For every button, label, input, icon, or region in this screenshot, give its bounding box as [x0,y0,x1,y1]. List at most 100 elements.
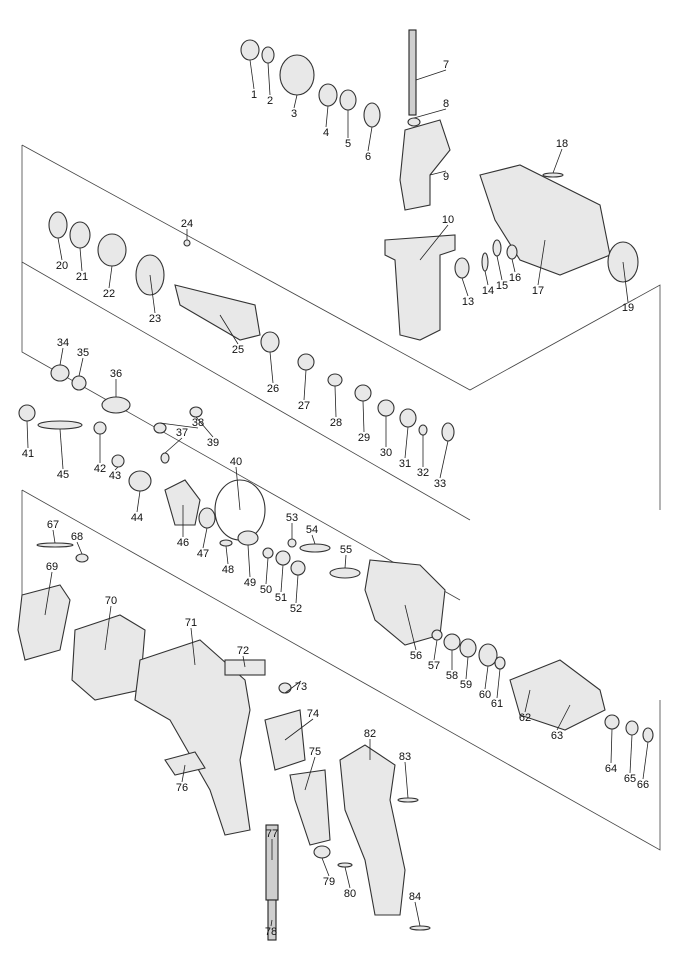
part-callout-10 [419,224,449,261]
part-number-label: 23 [149,313,161,325]
field-housing-70 [71,614,146,701]
part-callout-67 [36,529,74,548]
leader-line-59 [465,656,469,680]
leader-line-60 [484,665,489,690]
part-number-label: 61 [491,698,503,710]
leader-line-61 [496,668,501,699]
leader-line-65 [629,734,633,774]
part-66 [642,727,654,743]
part-35 [71,375,87,391]
part-84 [409,925,431,931]
leader-line-28 [334,385,337,418]
part-31 [399,408,417,428]
part-callout-49 [237,530,259,578]
leader-line-26 [269,351,274,384]
part-number-label: 43 [109,470,121,482]
part-callout-44 [128,470,152,513]
part-number-label: 41 [22,448,34,460]
side-handle-10 [384,234,456,341]
part-callout-51 [275,550,291,593]
part-2 [261,46,275,64]
part-number-label: 56 [410,650,422,662]
leader-line-63 [556,704,571,731]
leader-line-47 [202,527,208,549]
leader-line-16 [511,258,516,273]
part-callout-26 [260,331,280,384]
leader-line-83 [404,761,409,799]
part-34 [50,364,70,382]
part-49 [237,530,259,546]
part-callout-37 [160,437,183,464]
part-number-label: 64 [605,763,617,775]
part-number-label: 62 [519,712,531,724]
part-80 [337,862,353,868]
leader-line-40 [235,466,241,511]
leader-line-71 [190,627,196,666]
leader-line-52 [295,574,299,604]
part-number-label: 9 [443,171,449,183]
part-number-label: 47 [197,548,209,560]
leader-line-44 [136,490,141,513]
leader-line-19 [622,261,629,303]
leader-line-7 [415,69,447,81]
part-callout-27 [297,353,315,401]
part-callout-25 [219,314,239,345]
leader-line-20 [57,237,63,261]
part-callout-83 [397,761,419,803]
baffle-69 [17,584,71,661]
part-callout-65 [625,720,639,774]
part-58 [443,633,461,651]
part-64 [604,714,620,730]
part-callout-79 [313,845,331,877]
part-callout-21 [69,221,91,272]
part-26 [260,331,280,353]
part-callout-70 [104,605,112,651]
leader-line-3 [293,94,298,109]
part-callout-2 [261,46,275,96]
part-callout-59 [459,638,477,680]
part-number-label: 83 [399,751,411,763]
part-60 [478,643,498,667]
part-number-label: 59 [460,679,472,691]
leader-line-80 [344,866,351,889]
part-83 [397,797,419,803]
part-number-label: 49 [244,577,256,589]
part-39 [189,406,203,418]
part-callout-31 [399,408,417,459]
part-callout-19 [622,261,629,303]
part-callout-71 [190,627,196,666]
small-parts-and-leaders [18,39,654,931]
part-number-label: 78 [265,926,277,938]
part-number-label: 72 [237,645,249,657]
part-43 [111,454,125,468]
part-16 [506,244,518,260]
part-48 [219,539,233,547]
part-number-label: 38 [192,417,204,429]
part-41 [18,404,36,422]
leader-line-69 [44,571,53,616]
part-number-label: 8 [443,98,449,110]
tool-holder-25 [174,284,261,341]
part-callout-69 [44,571,53,616]
part-number-label: 84 [409,891,421,903]
part-61 [494,656,506,670]
part-callout-16 [506,244,518,273]
part-callout-74 [284,718,314,741]
part-38 [153,422,167,434]
leader-line-1 [249,59,255,90]
part-callout-80 [337,862,353,889]
part-callout-41 [18,404,36,449]
part-callout-1 [240,39,260,90]
part-callout-73 [278,680,302,694]
part-callout-66 [642,727,654,780]
part-number-label: 45 [57,469,69,481]
part-number-label: 63 [551,730,563,742]
part-callout-38 [153,422,199,434]
leader-line-9 [429,170,447,176]
part-callout-3 [279,54,315,109]
leader-line-13 [461,277,469,297]
part-number-label: 65 [624,773,636,785]
part-callout-61 [494,656,506,699]
part-number-label: 50 [260,584,272,596]
